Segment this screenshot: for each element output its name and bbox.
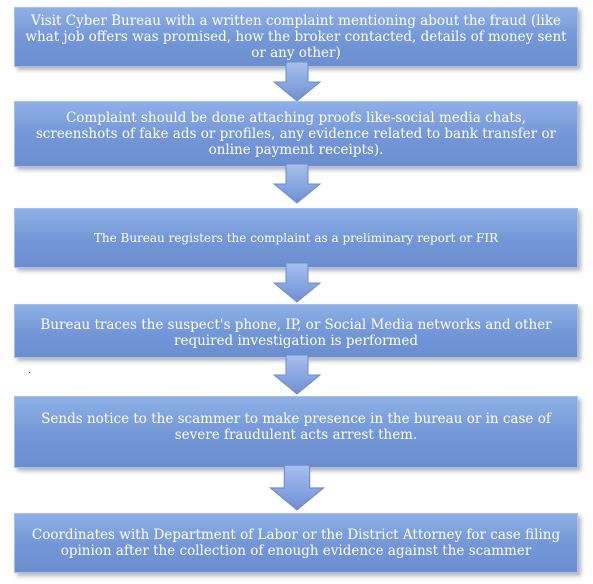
flow-step-4: Bureau traces the suspect's phone, IP, o…	[14, 304, 578, 358]
down-arrow-icon-3	[272, 263, 322, 303]
down-arrow-icon-1	[272, 62, 322, 102]
flow-step-4-text: Bureau traces the suspect's phone, IP, o…	[40, 317, 552, 350]
down-arrow-icon-2	[272, 164, 322, 204]
flow-step-3-text: The Bureau registers the complaint as a …	[93, 230, 499, 245]
flow-step-1: Visit Cyber Bureau with a written compla…	[14, 7, 578, 67]
flow-step-6-text: Coordinates with Department of Labor or …	[31, 526, 561, 559]
flow-step-5: Sends notice to the scammer to make pres…	[14, 396, 578, 468]
stray-mark: .	[28, 364, 32, 376]
flow-step-5-text: Sends notice to the scammer to make pres…	[41, 411, 551, 444]
down-arrow-icon-4	[272, 355, 322, 395]
flow-step-6: Coordinates with Department of Labor or …	[14, 513, 578, 573]
flow-step-2: Complaint should be done attaching proof…	[14, 101, 578, 167]
flow-step-2-text: Complaint should be done attaching proof…	[35, 109, 557, 159]
flow-step-3: The Bureau registers the complaint as a …	[14, 208, 578, 268]
flow-step-1-text: Visit Cyber Bureau with a written compla…	[25, 12, 567, 62]
down-arrow-icon-5	[268, 465, 326, 511]
